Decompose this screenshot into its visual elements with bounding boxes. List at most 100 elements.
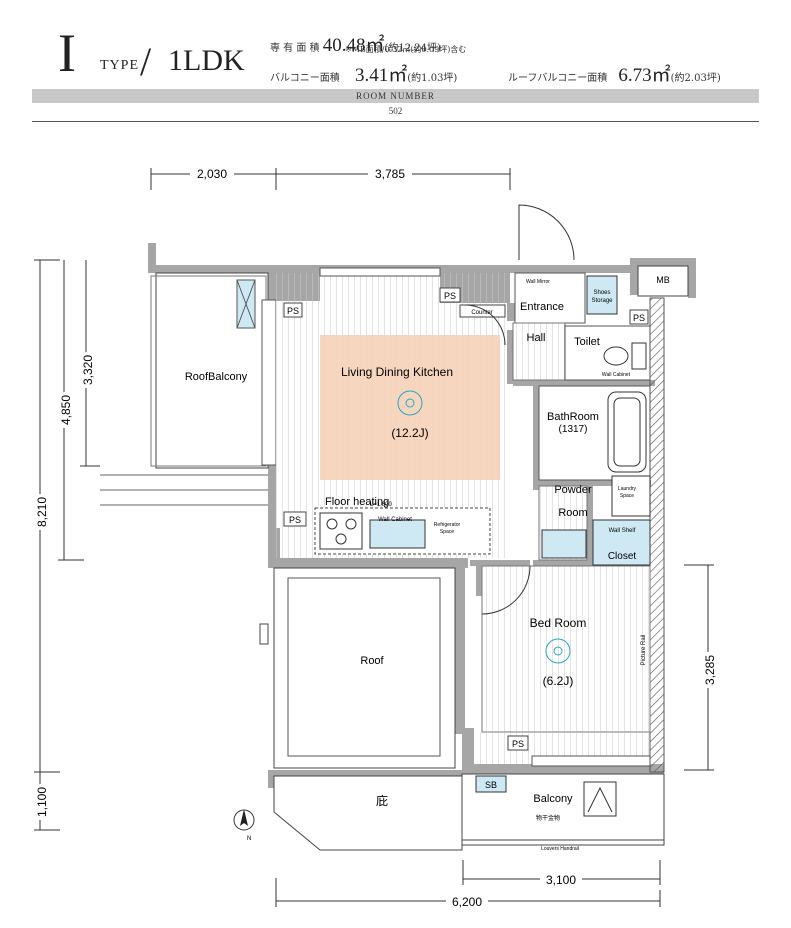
roof-balcony-value: 6.73㎡ [618,65,671,86]
dim-bg-top-left [190,165,234,181]
label-ps-ldk-top: PS [287,306,299,316]
roof-balcony-window [261,299,277,466]
room-bathroom-size: (1317) [559,424,588,435]
label-wall-cabinet: Wall Cabinet [378,517,412,523]
room-powder-1: Powder [554,484,592,496]
entrance-area [514,272,586,324]
room-bathroom: BathRoom [547,411,599,423]
label-shoes-2: Storage [591,298,613,304]
room-roof-balcony: RoofBalcony [185,371,248,383]
dim-bottom-balcony: 3,100 [546,873,576,887]
plan-type: 1LDK [168,44,245,77]
ldk-door-swing [464,304,506,346]
dim-left-bottom: 1,100 [35,787,49,817]
label-sb: SB [485,780,497,790]
label-ps-bedroom: PS [512,739,524,749]
private-area-tsubo: (約12.24坪) [384,43,441,54]
label-laundry-2: Space [620,493,634,499]
balcony-area-tsubo: (約1.03坪) [407,73,458,84]
dim-left-inner: 3,320 [81,355,95,385]
header-divider [32,121,759,122]
roof-inner [287,577,441,757]
bedroom-window [531,755,651,767]
room-number-band: ROOM NUMBER [32,89,759,103]
toilet-bowl [603,346,629,366]
ps-toilet [629,309,649,325]
label-shoes-1: Shoes [593,290,610,296]
label-mb: MB [656,275,670,285]
counter [459,304,506,318]
dim-top-right: 3,785 [375,167,405,181]
closet [592,519,651,566]
label-picture-rail: Picture Rail [641,635,647,666]
label-ps-kitchen: PS [289,515,301,525]
balcony-area-value: 3.41㎡ [355,65,408,86]
label-wall-cabinet-toilet: Wall Cabinet [602,372,631,378]
private-area-label: 専 有 面 積 [270,43,320,54]
bathtub [607,391,647,473]
laundry-space [611,475,651,517]
roof-balcony-area: ルーフバルコニー面積 6.73㎡(約2.03坪) [508,60,721,87]
ps-bedroom [507,735,529,751]
roof-balcony-tsubo: (約2.03坪) [670,73,721,84]
balcony-sb [475,775,507,793]
bedroom-door-swing [481,565,531,615]
label-laundry-1: Laundry [618,486,637,492]
label-ps-ldk-right: PS [444,291,456,301]
roof-balcony-rail [100,474,268,506]
room-ldk-size: (12.2J) [391,426,428,440]
room-roof: Roof [360,655,384,667]
type-word: TYPE [100,58,139,73]
ps-ldk-right [439,287,461,303]
balcony-area-label: バルコニー面積 [270,73,340,84]
private-area: 専 有 面 積 40.48㎡(約12.24坪) [270,30,441,57]
ps-ldk-top [283,302,303,318]
garden-canopy [273,775,463,851]
washbasin [541,529,587,559]
room-ldk: Living Dining Kitchen [341,365,453,379]
label-kitchen-width: L=1,800 [370,502,393,508]
dim-bg-top-right [368,165,412,181]
dim-right-bed: 3,285 [703,655,717,685]
room-entrance: Entrance [520,301,564,313]
label-north: N [247,836,251,842]
label-ps-toilet: PS [633,313,645,323]
plan-header: I TYPE / 1LDK 専 有 面 積 40.48㎡(約12.24坪) ※M… [0,0,791,130]
room-bedroom: Bed Room [530,616,587,630]
dim-bg-bottom-balcony [540,872,582,887]
meter-box [637,265,689,297]
roof-balcony-label: ルーフバルコニー面積 [508,73,608,84]
label-wall-mirror: Wall Mirror [526,279,550,285]
shoes-storage [586,275,618,315]
north-compass-icon: N [233,809,255,842]
private-area-value: 40.48㎡ [322,35,385,56]
dim-top-left: 2,030 [197,167,227,181]
balcony-area: バルコニー面積 3.41㎡(約1.03坪) [270,60,457,87]
room-number-label: ROOM NUMBER [356,91,435,101]
dim-left-mid: 4,850 [59,395,73,425]
label-louvers: Louvers Handrail [541,846,579,852]
ldk-ceiling-light [397,390,423,416]
kitchen-sink [369,519,426,549]
cooktop [319,512,363,550]
label-refrigerator-2: Space [440,529,454,535]
bedroom-ceiling-light [545,638,571,664]
label-floor-heating: Floor heating [325,496,389,508]
room-garden: 庇 [376,793,388,808]
type-slash: / [140,39,152,84]
label-wall-shelf: Wall Shelf [609,528,636,534]
label-refrigerator-1: Refrigerator [434,522,461,528]
label-balcony-drying: 物干金物 [536,814,560,822]
ps-kitchen [283,511,307,527]
dim-bg-bottom-total [446,894,488,909]
ldk-top-window [319,267,441,277]
dim-left-outer: 8,210 [35,497,49,527]
toilet-area [564,325,651,381]
room-closet: Closet [608,551,637,562]
private-area-note: ※MB面積/0.32㎡(約0.09坪)含む [345,45,467,54]
label-counter: Counter [471,310,492,316]
room-toilet: Toilet [574,336,600,348]
room-hall: Hall [527,332,546,344]
bedroom-floor [481,565,651,733]
